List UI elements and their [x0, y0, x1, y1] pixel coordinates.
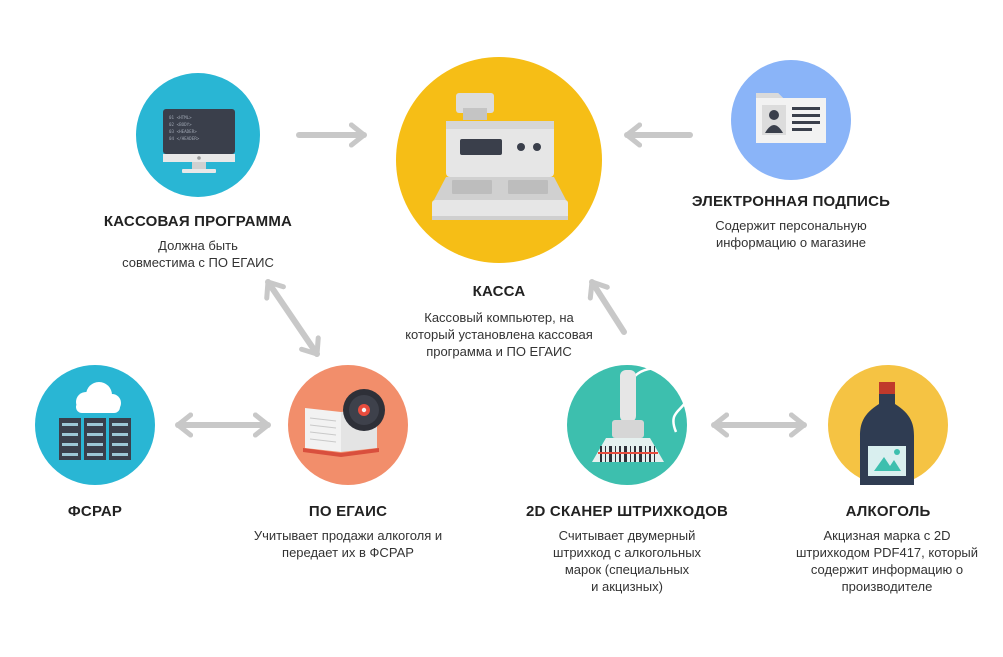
node-egais-icon [288, 365, 408, 485]
node-fsrar-icon [35, 365, 155, 485]
node-register-description: Кассовый компьютер, на который установле… [405, 310, 593, 359]
node-scanner-title: 2D СКАНЕР ШТРИХКОДОВ [525, 503, 728, 520]
id-card-icon [756, 93, 826, 143]
node-egais-title: ПО ЕГАИС [308, 503, 388, 520]
cash-register-icon [432, 93, 568, 220]
arrow-scanner-to-register [587, 279, 627, 335]
arrows [175, 122, 807, 438]
node-register-icon [396, 57, 602, 263]
node-scanner-description: Считывает двумерный штрихкод с алкогольн… [552, 528, 702, 594]
node-alcohol-title: АЛКОГОЛЬ [845, 503, 931, 520]
book-disc-icon [303, 389, 385, 457]
svg-text:01 <HTML>: 01 <HTML> [169, 115, 192, 120]
computer-monitor-icon: 01 <HTML> 02 <BODY> 03 <HEADER> 04 </HEA… [163, 109, 235, 173]
node-signature-description: Содержит персональную информацию о магаз… [715, 218, 867, 250]
svg-text:03 <HEADER>: 03 <HEADER> [169, 129, 197, 134]
node-software-description: Должна быть совместима с ПО ЕГАИС [122, 238, 274, 270]
node-alcohol-icon [828, 365, 948, 485]
node-signature-title: ЭЛЕКТРОННАЯ ПОДПИСЬ [691, 193, 891, 210]
arrow-software-egais [264, 279, 321, 357]
wine-bottle-icon [860, 382, 914, 485]
barcode-scanner-icon [592, 366, 690, 462]
node-software-icon: 01 <HTML> 02 <BODY> 03 <HEADER> 04 </HEA… [136, 73, 260, 197]
node-signature-icon [731, 60, 851, 180]
svg-text:04 </HEADER>: 04 </HEADER> [169, 136, 200, 141]
cloud-server-icon [59, 382, 131, 460]
node-egais-description: Учитывает продажи алкоголя и передает их… [253, 528, 443, 560]
svg-text:02 <BODY>: 02 <BODY> [169, 122, 192, 127]
node-register-title: КАССА [472, 283, 526, 300]
node-scanner-icon [567, 365, 690, 485]
node-alcohol-description: Акцизная марка с 2D штрихкодом PDF417, к… [795, 528, 979, 594]
node-fsrar-title: ФСРАР [67, 503, 123, 520]
node-software-title: КАССОВАЯ ПРОГРАММА [103, 213, 293, 230]
